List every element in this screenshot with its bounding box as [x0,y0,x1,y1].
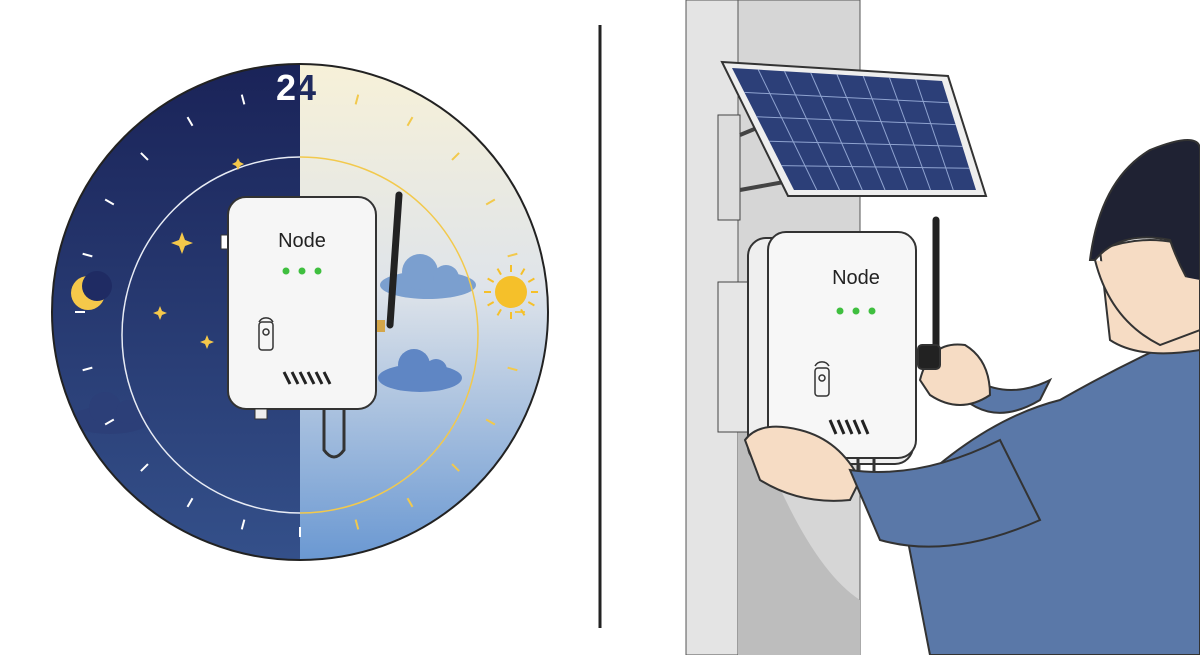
sun-ray [496,268,502,276]
sun-ray [520,308,526,316]
hour-tick [186,116,194,127]
hour-tick [240,519,246,530]
hour-tick [140,463,149,472]
clock-label-24: 24 [276,67,316,108]
vent-grille [828,419,870,435]
sun-ray [527,277,535,283]
hour-tick [451,152,460,161]
night-cloud-icon [70,392,150,434]
star-icon [153,158,244,349]
sun-icon [484,265,538,319]
vent-grille [282,371,332,385]
hour-tick [354,94,360,105]
hour-tick [354,519,360,530]
hour-tick [406,497,414,508]
technician [743,139,1200,655]
hour-tick [104,418,115,426]
sensor-icon [258,317,274,351]
hour-tick [406,116,414,127]
node-device-left: Node [220,191,403,459]
hour-tick [507,252,518,258]
hour-tick [507,366,518,372]
day-cloud-icon [380,254,476,299]
sun-ray [487,301,495,307]
hour-tick [485,418,496,426]
sun-ray [487,277,495,283]
hour-tick [140,152,149,161]
hour-tick [451,463,460,472]
hour-tick [186,497,194,508]
mount-bracket [717,281,751,433]
day-cloud-icon [378,349,462,392]
hour-tick [485,198,496,206]
sun-ray [520,268,526,276]
antenna [386,191,403,329]
sun-ray [527,301,535,307]
moon-icon [71,271,112,310]
hour-tick [240,94,246,105]
device-label: Node [832,267,880,289]
sensor-icon [814,361,830,397]
status-leds [836,307,876,315]
solar-panel [717,60,988,221]
hour-tick [104,198,115,206]
status-leds [282,267,322,275]
sun-ray [496,308,502,316]
hour-tick [82,366,93,372]
cable [322,410,346,459]
hour-tick [82,252,93,258]
hour-ticks [75,94,525,537]
device-label: Node [278,230,326,252]
